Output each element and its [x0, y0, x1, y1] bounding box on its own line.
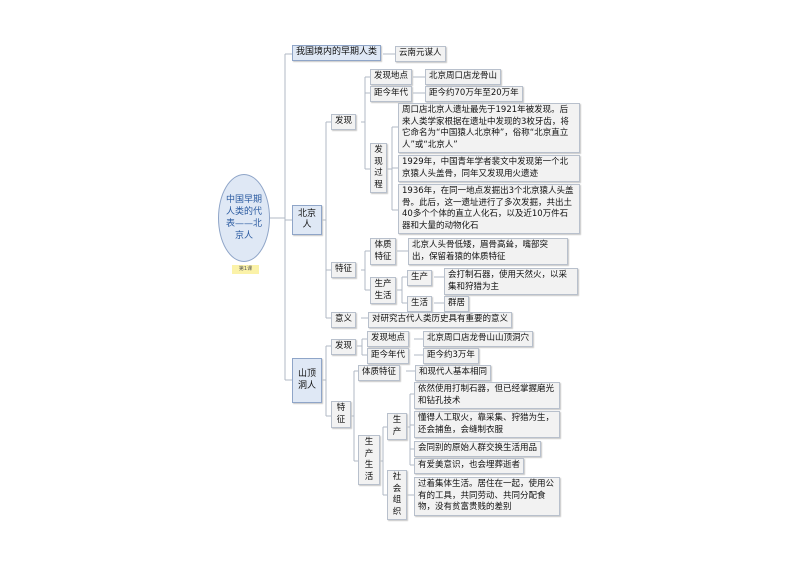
node-bj-age-label[interactable]: 距今年代 [370, 86, 413, 102]
root-topic[interactable]: 中国早期人类的代表——北京人 [218, 174, 270, 262]
node-sd-age-label[interactable]: 距今年代 [367, 348, 410, 364]
node-bj-significance-value[interactable]: 对研究古代人类历史具有重要的意义 [368, 312, 513, 328]
node-bj-discovery[interactable]: 发现 [331, 114, 357, 130]
node-bj-process-2[interactable]: 1929年，中国青年学者裴文中发现第一个北京猿人头盖骨，同年又发现用火遗迹 [398, 155, 580, 182]
node-bj-production-label[interactable]: 生产 [407, 270, 433, 286]
node-sd-features[interactable]: 特征 [331, 401, 351, 428]
lesson-tag: 第1课 [232, 265, 259, 274]
node-bj-physical-label[interactable]: 体质特征 [370, 238, 396, 265]
node-bj-features[interactable]: 特征 [331, 262, 357, 278]
node-sd-social[interactable]: 过着集体生活。居住在一起，使用公有的工具，共同劳动、共同分配食物，没有贫富贵贱的… [414, 477, 560, 516]
node-sd-production-3[interactable]: 会同别的原始人群交换生活用品 [414, 441, 542, 457]
node-sd-production-1[interactable]: 依然使用打制石器，但已经掌握磨光和钻孔技术 [414, 382, 560, 409]
node-sd-production-label[interactable]: 生产 [387, 413, 407, 440]
root-title: 中国早期人类的代表——北京人 [225, 195, 262, 241]
node-bj-life-label[interactable]: 生产生活 [370, 277, 396, 304]
node-sd-life-label[interactable]: 生产生活 [358, 435, 380, 485]
node-bj-process-label[interactable]: 发现过程 [370, 143, 387, 193]
node-bj-process-1[interactable]: 周口店北京人遗址最先于1921年被发现。后来人类学家根据在遗址中发现的3枚牙齿，… [398, 103, 580, 153]
beijing-label: 北京人 [297, 208, 316, 231]
node-sd-age[interactable]: 距今约3万年 [423, 348, 479, 364]
node-bj-place-label[interactable]: 发现地点 [370, 69, 413, 85]
node-bj-place[interactable]: 北京周口店龙骨山 [425, 69, 502, 85]
node-bj-physical[interactable]: 北京人头骨低矮，眉骨高耸，嘴部突出，保留着猿的体质特征 [408, 238, 568, 265]
node-sd-social-label[interactable]: 社会组织 [387, 470, 407, 520]
node-yuanmou[interactable]: 云南元谋人 [395, 46, 446, 62]
node-sd-place-label[interactable]: 发现地点 [367, 331, 410, 347]
node-sd-production-4[interactable]: 有爱美意识，也会埋葬逝者 [414, 458, 525, 474]
node-sd-physical-label[interactable]: 体质特征 [358, 365, 401, 381]
node-bj-process-3[interactable]: 1936年，在同一地点发掘出3个北京猿人头盖骨。此后，这一遗址进行了多次发掘，共… [398, 184, 580, 234]
node-beijing-man[interactable]: 北京人 [292, 205, 322, 235]
node-sd-production-2[interactable]: 懂得人工取火，靠采集、狩猎为生，还会捕鱼，会缝制衣服 [414, 411, 560, 438]
shanding-label: 山顶洞人 [297, 369, 316, 391]
node-sd-place[interactable]: 北京周口店龙骨山山顶洞穴 [423, 331, 534, 347]
node-early-humans[interactable]: 我国境内的早期人类 [292, 45, 382, 61]
node-bj-living-label[interactable]: 生活 [407, 296, 433, 312]
node-shanding[interactable]: 山顶洞人 [292, 358, 322, 403]
node-bj-production[interactable]: 会打制石器，使用天然火，以采集和狩猎为主 [444, 268, 578, 295]
node-sd-physical[interactable]: 和现代人基本相同 [415, 365, 492, 381]
node-bj-significance[interactable]: 意义 [331, 312, 357, 328]
node-sd-discovery[interactable]: 发现 [331, 339, 357, 355]
node-bj-age[interactable]: 距今约70万年至20万年 [425, 86, 523, 102]
node-bj-living[interactable]: 群居 [444, 296, 470, 312]
